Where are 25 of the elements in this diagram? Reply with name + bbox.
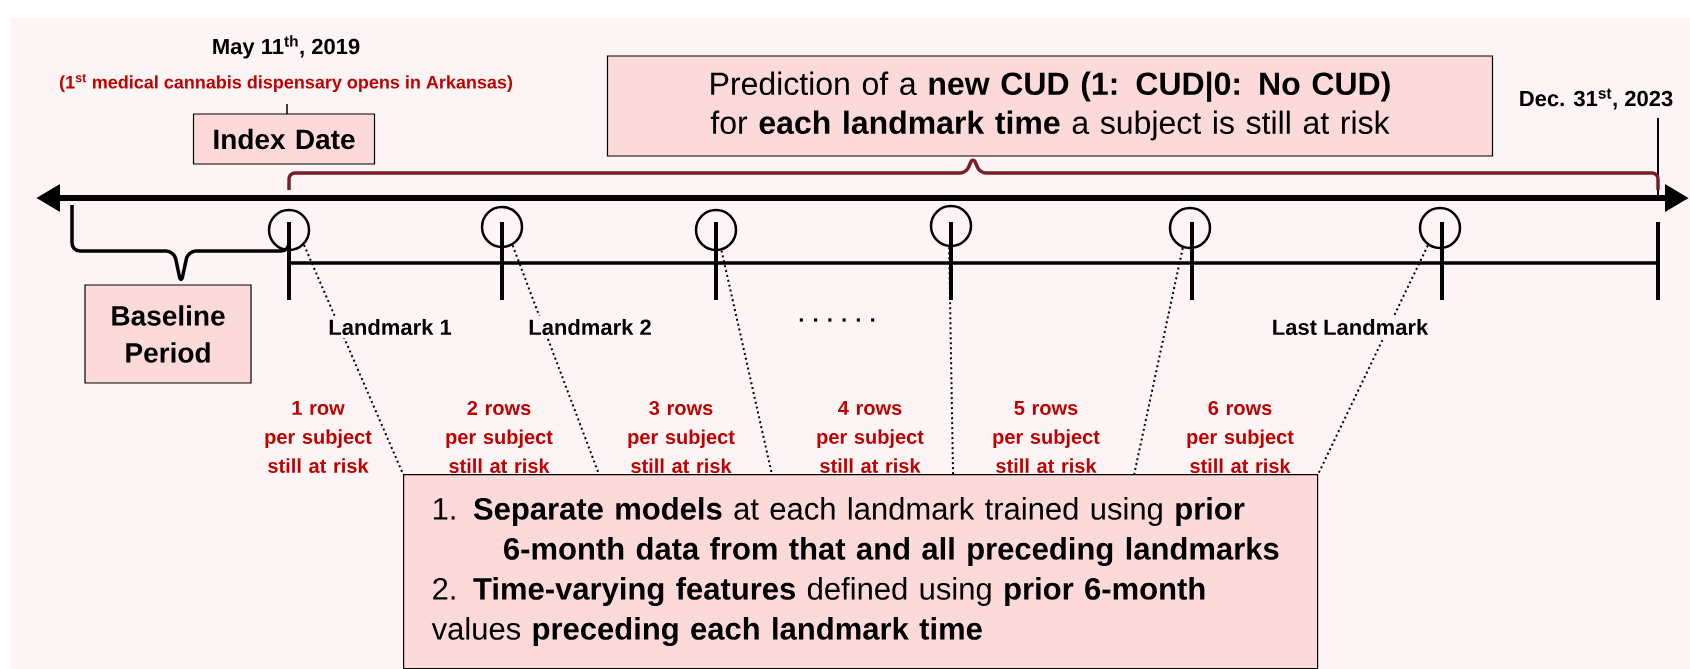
- prediction-box: Prediction of a new CUD (1: CUD|0: No CUD) for each landmark time a subject is still at risk: [606, 55, 1494, 157]
- dotted-line: [1133, 246, 1184, 475]
- dotted-line: [1317, 244, 1429, 475]
- landmark-circle: [1168, 206, 1212, 250]
- landmark-circle: [1418, 206, 1462, 250]
- date-box: Index Date: [192, 113, 376, 165]
- date-label: Dec. 31$^{st}$, 2023: [1520, 88, 1673, 110]
- row-count-label: 2 rows per subject still at risk: [446, 400, 553, 474]
- dotted-line: [948, 246, 955, 475]
- landmark-circle: [267, 208, 311, 252]
- landmark-label: Landmark 2: [525, 315, 655, 339]
- landmark-label: Landmark 1: [325, 315, 455, 339]
- dotted-line: [511, 244, 600, 475]
- period-box: Baseline Period: [84, 284, 252, 384]
- landmark-label: Last Landmark: [1268, 315, 1432, 339]
- landmark-circle: [694, 208, 738, 252]
- row-count-label: 1 row per subject still at risk: [265, 401, 372, 473]
- dotted-line: [720, 249, 773, 475]
- dotted-line: [303, 244, 404, 475]
- notes-box: 1. Separate models at each landmark trained using prior 6-month data from that and all preceding landmarks 2. Time-varying features defined using prior 6-month values preceding each landmark time: [403, 474, 1319, 669]
- date-label: May 11$^{th}$, 2019: [213, 35, 360, 59]
- ellipsis-label: . . . . . .: [799, 318, 875, 322]
- event-note: (1$^{st}$ medical cannabis dispensary opens in Arkansas): [59, 73, 513, 93]
- landmark-circle: [929, 204, 973, 248]
- landmark-circle: [480, 205, 524, 249]
